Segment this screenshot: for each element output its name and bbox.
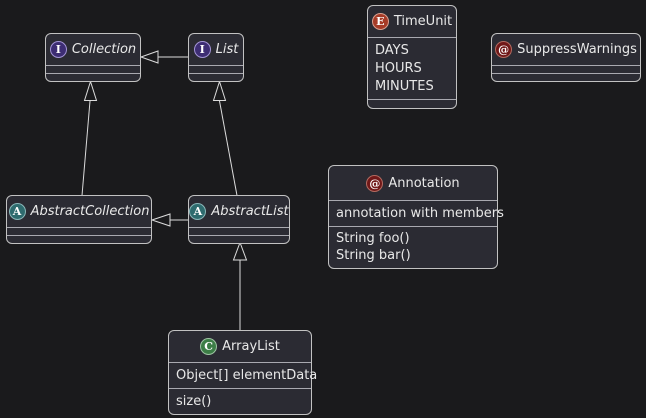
edge-abstractcollection-extends-collection <box>81 79 98 196</box>
class-icon: C <box>200 338 218 355</box>
class-box-abstractlist: A AbstractList <box>188 195 290 244</box>
fields-compartment-empty <box>46 65 140 73</box>
annotation-icon: @ <box>366 174 384 192</box>
enum-values-compartment: DAYS HOURS MINUTES <box>368 37 456 99</box>
annotation-icon: @ <box>495 41 513 58</box>
edge-abstractlist-extends-abstractcollection <box>150 213 188 227</box>
enum-value: DAYS <box>375 43 409 58</box>
class-box-collection: I Collection <box>45 33 141 82</box>
abstract-class-icon: A <box>189 203 207 220</box>
methods-compartment-empty <box>46 73 140 81</box>
methods-compartment-empty <box>189 235 289 243</box>
enum-icon: E <box>371 13 389 30</box>
field-item: annotation with members <box>329 200 504 226</box>
fields-compartment-empty <box>189 65 243 73</box>
class-box-timeunit: E TimeUnit DAYS HOURS MINUTES <box>367 5 457 109</box>
methods-compartment-empty <box>492 73 640 81</box>
enum-value: MINUTES <box>375 79 434 94</box>
method-item: String foo() <box>336 231 410 246</box>
class-box-suppresswarnings: @ SuppressWarnings <box>491 33 641 82</box>
methods-compartment: String foo() String bar() <box>329 226 497 268</box>
edge-list-extends-collection <box>139 50 188 64</box>
class-header-suppresswarnings: @ SuppressWarnings <box>492 34 640 65</box>
class-header-abstractlist: A AbstractList <box>189 196 289 227</box>
interface-icon: I <box>49 41 67 58</box>
class-box-abstractcollection: A AbstractCollection <box>6 195 152 244</box>
class-name: AbstractCollection <box>30 204 150 219</box>
fields-compartment-empty <box>189 227 289 235</box>
class-name: ArrayList <box>222 339 280 354</box>
class-name: SuppressWarnings <box>517 42 637 57</box>
class-header-abstractcollection: A AbstractCollection <box>7 196 151 227</box>
class-header-timeunit: E TimeUnit <box>368 6 456 37</box>
class-name: Annotation <box>388 175 460 191</box>
class-header-collection: I Collection <box>46 34 140 65</box>
field-item: Object[] elementData <box>169 362 317 388</box>
class-name: TimeUnit <box>393 14 453 29</box>
class-box-arraylist: C ArrayList Object[] elementData size() <box>168 330 317 415</box>
class-header-arraylist: C ArrayList <box>169 331 311 362</box>
edge-abstractlist-extends-list <box>212 79 238 196</box>
class-box-annotation: @ Annotation annotation with members Str… <box>328 165 504 269</box>
methods-compartment-empty <box>7 235 151 243</box>
class-header-list: I List <box>189 34 243 65</box>
class-name: AbstractList <box>211 204 289 219</box>
fields-compartment-empty <box>492 65 640 73</box>
methods-compartment-empty <box>368 99 456 108</box>
enum-value: HOURS <box>375 61 422 76</box>
abstract-class-icon: A <box>8 203 26 220</box>
interface-icon: I <box>193 41 211 58</box>
class-name: List <box>215 42 239 57</box>
method-item: size() <box>169 388 311 414</box>
fields-compartment-empty <box>7 227 151 235</box>
edge-arraylist-extends-abstractlist <box>232 241 248 330</box>
class-box-list: I List <box>188 33 244 82</box>
methods-compartment-empty <box>189 73 243 81</box>
class-name: Collection <box>71 42 137 57</box>
method-item: String bar() <box>336 248 411 263</box>
class-header-annotation: @ Annotation <box>329 166 497 200</box>
